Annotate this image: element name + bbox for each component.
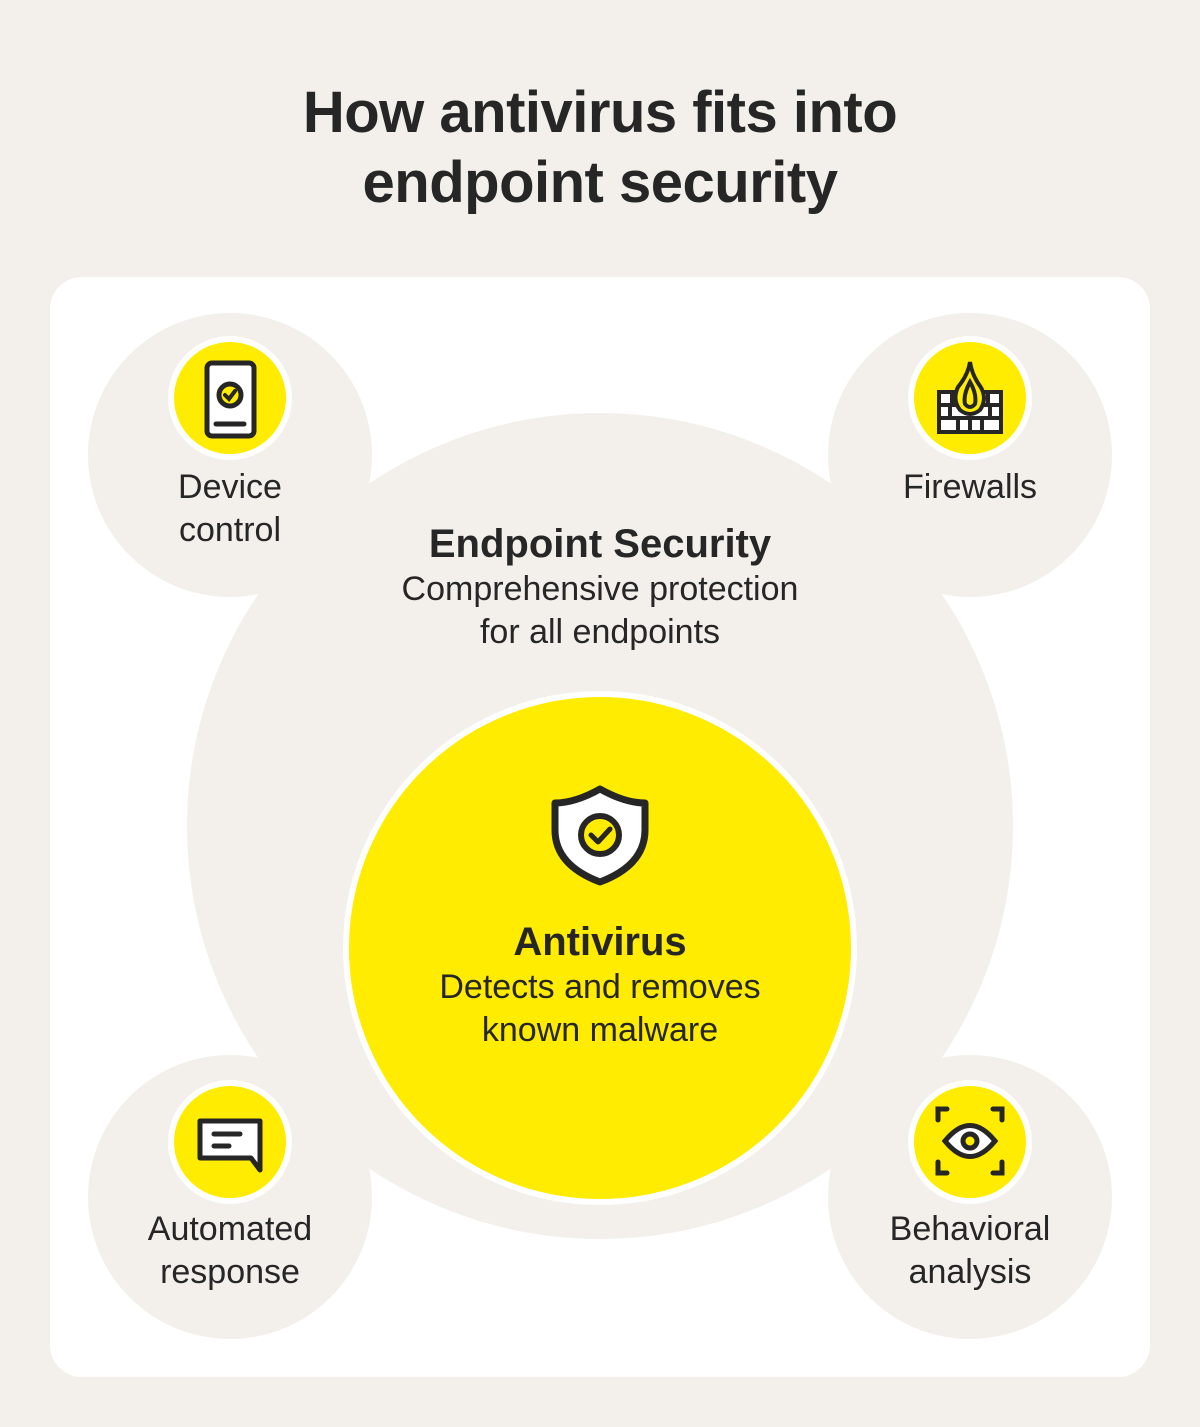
firewalls-label: Firewalls	[870, 466, 1070, 509]
label-line: Device	[178, 468, 282, 506]
phone-check-icon	[204, 360, 257, 439]
endpoint-security-text: Endpoint Security Comprehensive protecti…	[300, 520, 900, 654]
page-title: How antivirus fits into endpoint securit…	[0, 78, 1200, 218]
label-line: control	[178, 511, 282, 549]
antivirus-desc: Detects and removes	[439, 968, 761, 1006]
antivirus-title: Antivirus	[513, 920, 687, 964]
automated-response-label: Automated response	[110, 1208, 350, 1294]
endpoint-security-desc: for all endpoints	[479, 613, 721, 651]
endpoint-security-desc: Comprehensive protection	[401, 570, 799, 608]
label-line: Firewalls	[902, 468, 1038, 506]
behavioral-analysis-label: Behavioral analysis	[850, 1208, 1090, 1294]
eye-scan-icon	[935, 1106, 1005, 1176]
endpoint-security-title: Endpoint Security	[428, 522, 772, 566]
shield-check-icon	[551, 785, 649, 886]
label-line: Behavioral	[889, 1210, 1051, 1248]
title-line-1: How antivirus fits into	[302, 80, 898, 145]
label-line: Automated	[147, 1210, 313, 1248]
label-line: analysis	[908, 1253, 1032, 1291]
title-line-2: endpoint security	[362, 150, 838, 215]
antivirus-text: Antivirus Detects and removes known malw…	[350, 918, 850, 1052]
firewall-icon	[937, 361, 1003, 434]
device-control-label: Device control	[130, 466, 330, 552]
chat-icon	[197, 1118, 263, 1173]
antivirus-desc: known malware	[481, 1011, 719, 1049]
label-line: response	[160, 1253, 300, 1291]
antivirus-circle	[343, 691, 857, 1205]
